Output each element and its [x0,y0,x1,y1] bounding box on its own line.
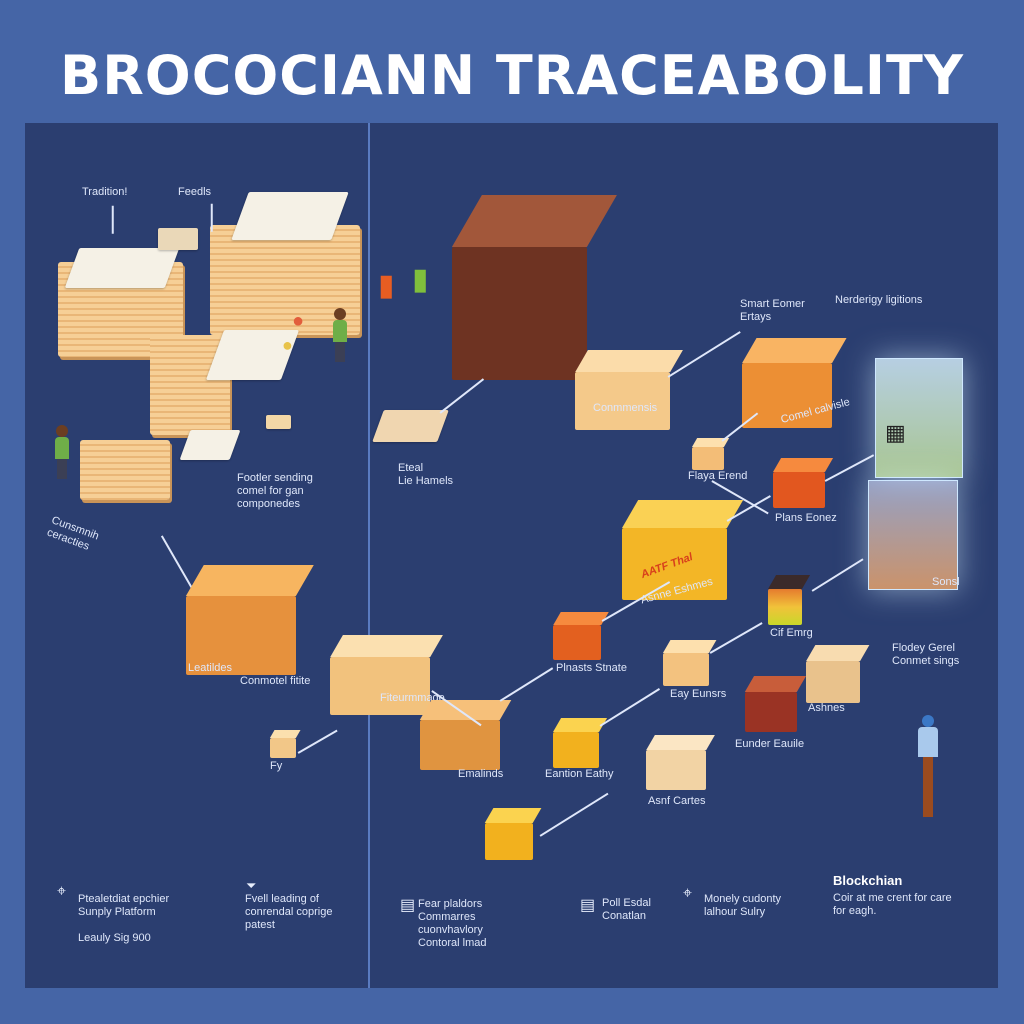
label-asnf: Asnf Cartes [648,795,706,807]
location-pin-icon: ⌖ [57,883,67,900]
location-pin-icon: ⌖ [683,885,693,902]
label-nerderigy: Nerderigy ligitions [835,294,923,306]
text-line: cuonvhavlory [418,924,483,936]
clipboard-icon: ▤ [400,897,416,914]
text-line: Lie Hamels [398,475,454,487]
text-line: Fvell leading of [245,893,319,905]
crates-stack [806,645,870,703]
stacked-package [768,575,811,625]
arrow [211,203,213,232]
text-line: Flodey Gerel [892,642,955,654]
label-fiteurmmage: Fiteurmmage [380,692,445,704]
label-eunder: Eunder Eauile [735,738,805,750]
delivery-truck [575,350,683,430]
text-line: patest [245,919,275,931]
text-line: Poll Esdal [602,897,651,909]
blockchain-block [875,358,963,478]
text-line: Fear plaldors [418,898,483,910]
small-package [692,438,730,470]
delivery-truck [330,635,443,715]
text-line: Monely cudonty [704,893,782,905]
blockchain-heading: Blockchian [833,873,903,888]
text-line: conrendal coprige [245,906,333,918]
document-sheet [158,228,198,250]
label-eay: Eay Eunsrs [670,688,727,700]
text-line: Coir at me crent for care [833,892,952,904]
red-crate [745,676,807,732]
food-bowl-icon: ● [282,335,293,355]
label-traditional: Tradition! [82,186,128,198]
label-cif: Cif Emrg [770,627,813,639]
bottle-icon: ▮ [378,269,395,302]
yellow-crate [485,808,542,860]
panel-divider [368,123,370,988]
blockchain-block [868,480,958,590]
text-line: lalhour Sulry [704,906,766,918]
label-conmotel: Conmotel fitite [240,675,311,687]
document-sheet [266,415,291,429]
orange-crate [553,612,609,660]
arrow [112,205,114,234]
text-line: Conatlan [602,910,647,922]
page-title: BROCOCIANN TRACEABOLITY [60,44,964,107]
person-figure [55,425,69,479]
qr-code-icon: ▦ [885,420,906,445]
document-icon: ▤ [580,897,596,914]
label-plnasts: Plnasts Stnate [556,662,627,674]
server-cabinet [452,195,617,380]
shipping-container [186,565,314,675]
label-flaya: Flaya Erend [688,470,748,482]
text-line: Ptealetdiat epchier [78,893,170,905]
text-line: comel for gan [237,485,304,497]
bottle-icon: ▮ [412,263,429,296]
label-sonsl: Sonsl [932,576,960,588]
paper-stack [80,440,170,500]
delivery-truck [420,700,512,770]
orange-crate [773,458,834,508]
small-package [663,640,717,686]
text-line: Contoral lmad [418,937,487,949]
person-with-tablet [918,715,938,817]
small-package [270,730,301,758]
label-fy: Fy [270,760,283,772]
text-line: Leauly Sig 900 [78,932,151,944]
text-line: Sunply Platform [78,906,156,918]
text-line: Footler sending [237,472,313,484]
text-line: for eagh. [833,905,877,917]
delivery-truck [622,500,744,600]
text-line: Eteal [398,462,424,474]
label-feedls: Feedls [178,186,212,198]
document-sheet [64,248,180,288]
text-line: Conmet sings [892,655,960,667]
shipping-container [742,338,847,428]
label-plans: Plans Eonez [775,512,837,524]
yellow-crate [553,718,608,768]
label-emalinds: Emalinds [458,768,504,780]
text-line: Ertays [740,311,772,323]
label-ashnes: Ashnes [808,702,845,714]
document-sheet [231,192,349,240]
text-line: componedes [237,498,300,510]
label-conmmensis: Conmmensis [593,402,658,414]
laptop-icon [372,410,449,442]
filter-icon: ⏷ [246,878,257,893]
qr-package [646,735,715,790]
person-figure [333,308,347,362]
label-eantion: Eantion Eathy [545,768,614,780]
label-leatildes: Leatildes [188,662,233,674]
food-bowl-icon: ● [292,310,305,332]
text-line: Commarres [418,911,476,923]
text-line: Smart Eomer [740,298,805,310]
